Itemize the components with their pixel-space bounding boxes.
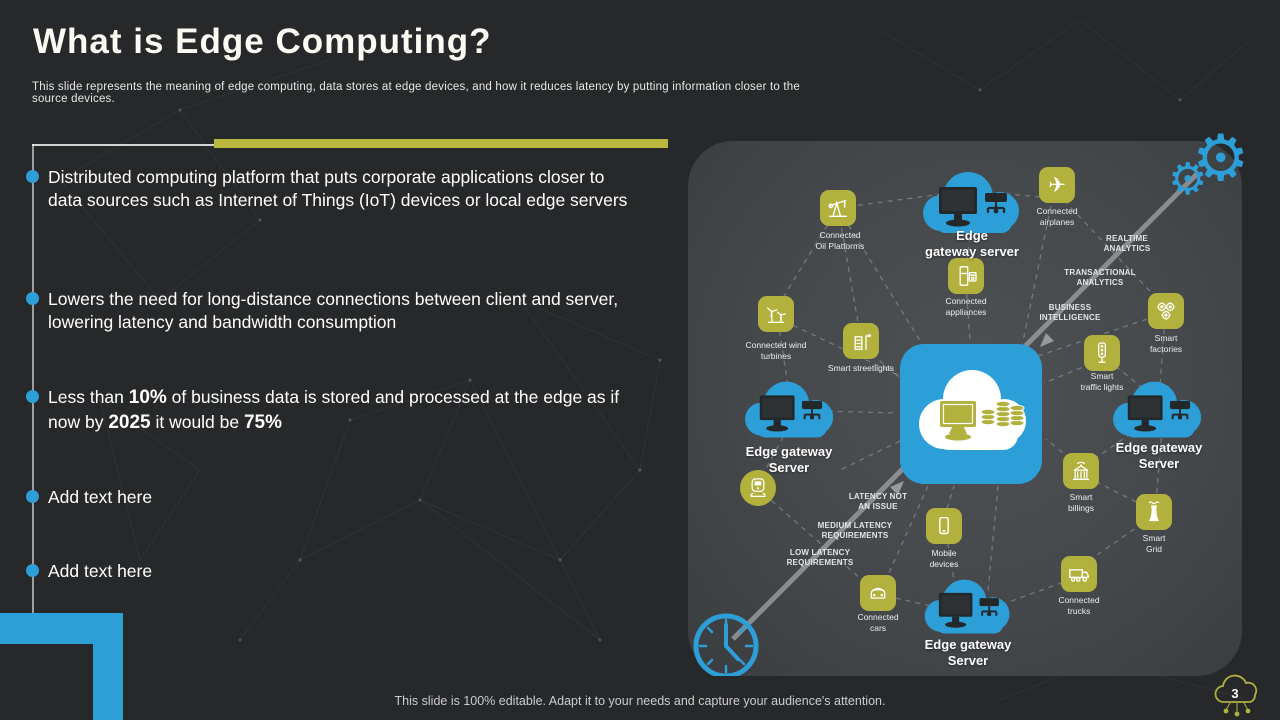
bullet-item-4: Add text here [48, 487, 153, 507]
traffic-light-icon [1098, 342, 1106, 363]
bullet-connector-line [32, 144, 34, 634]
device-tile-traffic-lights [1084, 335, 1120, 371]
zone-label-realtime-analytics: REALTIME ANALYTICS [1103, 234, 1151, 254]
device-tile-streetlights [843, 323, 879, 359]
monitor-icon [940, 401, 976, 441]
zone-label-transactional-analytics: TRANSACTIONAL ANALYTICS [1064, 268, 1136, 288]
device-tile-wind-turbines [758, 296, 794, 332]
device-label: Connected airplanes [1036, 206, 1078, 228]
cloud-label: Edge gateway server [925, 228, 1019, 259]
smart-billing-icon [1072, 461, 1090, 480]
device-tile-smart-grid [1136, 494, 1172, 530]
bullet-item-3: Less than 10% of business data is stored… [48, 387, 620, 433]
device-label: Connected wind turbines [745, 340, 807, 362]
train-icon [750, 478, 766, 497]
bullet-dot [26, 564, 39, 577]
device-label: Connected trucks [1058, 595, 1100, 617]
axis-arrowhead [1040, 333, 1054, 347]
device-label: Connected appliances [945, 296, 987, 318]
bullet-item-2: Lowers the need for long-distance connec… [48, 289, 619, 332]
device-tile-oil-platforms [820, 190, 856, 226]
device-tile-appliances [948, 258, 984, 294]
edge-gateway-cloud-left [735, 376, 845, 444]
accent-bar [214, 139, 668, 148]
stat-75-percent: 75% [243, 411, 283, 433]
data-stacks-icon [980, 400, 1025, 428]
gears-icon: ⚙ [1192, 122, 1250, 194]
stat-2025: 2025 [108, 411, 151, 433]
slide-subtitle: This slide represents the meaning of edg… [32, 81, 800, 105]
cloud-label: Edge gateway Server [924, 637, 1012, 668]
device-tile-billings [1063, 453, 1099, 489]
device-label: Smart billings [1068, 492, 1094, 514]
stat-10-percent: 10% [128, 387, 167, 408]
appliances-icon [959, 266, 977, 286]
oil-pump-icon [828, 199, 848, 218]
device-label: Smart traffic lights [1080, 371, 1124, 393]
header-hairline [32, 144, 215, 146]
device-label: Smart streetlights [827, 363, 895, 373]
zone-label-medium-latency: MEDIUM LATENCY REQUIREMENTS [817, 521, 893, 541]
clock-icon [693, 613, 759, 676]
factory-gears-icon [1157, 302, 1175, 320]
bullet-dot [26, 490, 39, 503]
device-label: Mobile devices [929, 548, 959, 570]
device-tile-airplanes: ✈ [1039, 167, 1075, 203]
device-tile-mobile-devices [926, 508, 962, 544]
central-cloud-hub [900, 344, 1042, 484]
device-label: Connected Oil Platforms [815, 230, 865, 252]
mobile-device-icon [939, 516, 949, 535]
page-number-cloud: 3 [1214, 674, 1258, 717]
gears-icon: ⚙ [1168, 155, 1208, 204]
page-number: 3 [1231, 686, 1238, 701]
axis-arrowhead [890, 481, 904, 495]
zone-label-latency-not-an-issue: LATENCY NOT AN ISSUE [848, 492, 908, 512]
bullet-dot [26, 390, 39, 403]
bullet-dot [26, 170, 39, 183]
device-tile-cars [860, 575, 896, 611]
device-label: Connected cars [857, 612, 899, 634]
corner-accent [93, 644, 123, 720]
device-tile-trucks [1061, 556, 1097, 592]
bullet-item-1: Distributed computing platform that puts… [48, 167, 628, 210]
cloud-label: Edge gateway Server [745, 444, 833, 475]
car-icon [870, 587, 886, 599]
cloud-label: Edge gateway Server [1115, 440, 1203, 471]
device-tile-factories [1148, 293, 1184, 329]
streetlight-icon [854, 334, 871, 350]
corner-accent [0, 613, 123, 644]
edge-gateway-cloud-bottom [915, 574, 1021, 640]
airplane-icon: ✈ [1048, 173, 1066, 197]
wind-turbine-icon [767, 307, 786, 323]
page-title: What is Edge Computing? [33, 22, 492, 61]
smart-grid-icon [1148, 501, 1160, 522]
bullet-item-5: Add text here [48, 561, 153, 581]
device-tile-train [740, 470, 776, 506]
zone-label-business-intelligence: BUSINESS INTELLIGENCE [1039, 303, 1101, 323]
footer-note: This slide is 100% editable. Adapt it to… [394, 694, 886, 708]
truck-icon [1069, 569, 1089, 582]
device-label: Smart Grid [1142, 533, 1166, 555]
bullet-dot [26, 292, 39, 305]
device-label: Smart factories [1149, 333, 1183, 355]
zone-label-low-latency: LOW LATENCY REQUIREMENTS [786, 548, 854, 568]
